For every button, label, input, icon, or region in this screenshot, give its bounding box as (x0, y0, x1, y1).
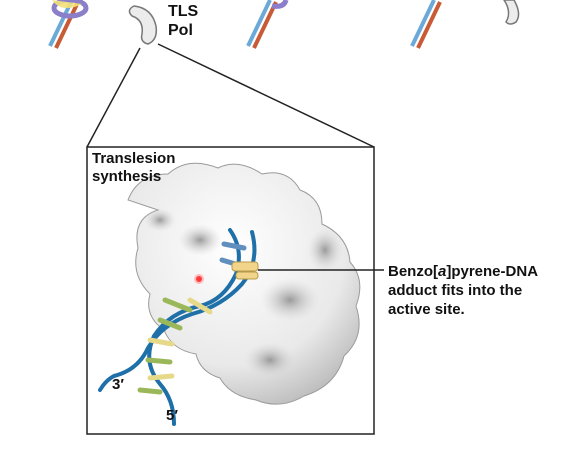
active-site-marker (194, 274, 204, 284)
tls-polymerase-icon (128, 5, 158, 45)
five-prime-end-label: 5′ (166, 407, 178, 424)
benzo-a-pyrene-adduct (231, 261, 259, 280)
callout-italic: a (438, 263, 447, 280)
tls-pol-label-line2: Pol (168, 22, 193, 40)
adduct-callout-text: Benzo[a]pyrene-DNA adduct fits into the … (388, 262, 568, 319)
dna-duplex-with-polymerase-icon (48, 0, 89, 49)
callout-suffix: ]pyrene-DNA adduct fits into the active … (388, 263, 538, 319)
dna-helix (98, 228, 257, 426)
zoom-lines (86, 43, 375, 148)
inset-title: Translesion synthesis (92, 150, 176, 185)
tls-pol-label: TLS Pol (168, 2, 198, 40)
dna-duplex-right-icon (410, 0, 520, 49)
dna-duplex-middle-icon (246, 0, 289, 49)
tls-pol-label-line1: TLS (168, 3, 199, 20)
callout-prefix: Benzo[ (388, 263, 438, 280)
three-prime-end-label: 3′ (112, 376, 124, 393)
